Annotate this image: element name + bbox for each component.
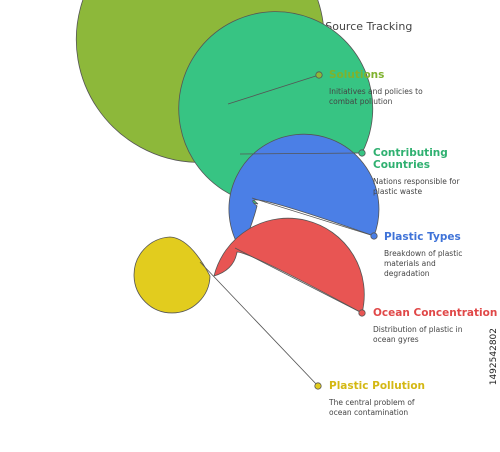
label-concentration-desc: Distribution of plastic in ocean gyres [373,325,463,344]
connector-types [251,197,375,237]
label-pollution: Plastic Pollution The central problem of… [329,380,469,418]
label-countries: Contributing Countries Nations responsib… [373,147,483,197]
label-solutions-desc: Initiatives and policies to combat pollu… [329,87,423,106]
dot-concentration [358,309,366,317]
connector-concentration [234,247,363,314]
label-countries-desc: Nations responsible for plastic waste [373,177,460,196]
label-pollution-desc: The central problem of ocean contaminati… [329,398,415,417]
stock-id-watermark: 1492542802 [489,328,499,386]
connector-pollution [199,261,319,387]
label-solutions-heading: Solutions [329,69,385,81]
label-pollution-heading: Plastic Pollution [329,380,426,392]
label-concentration-heading: Ocean Concentration [373,307,498,319]
dot-pollution [314,382,322,390]
label-types-heading: Plastic Types [384,231,461,243]
label-concentration: Ocean Concentration Distribution of plas… [373,307,498,345]
label-solutions: Solutions Initiatives and policies to co… [329,69,479,107]
label-countries-heading: Contributing Countries [373,147,448,171]
layer-pollution[interactable] [133,236,211,314]
connector-countries [239,152,363,155]
dot-solutions [315,71,323,79]
layer-types[interactable] [228,133,380,251]
label-types-desc: Breakdown of plastic materials and degra… [384,249,463,278]
dot-countries [358,149,366,157]
connector-solutions [227,74,320,105]
label-types: Plastic Types Breakdown of plastic mater… [384,231,494,279]
dot-types [370,232,378,240]
